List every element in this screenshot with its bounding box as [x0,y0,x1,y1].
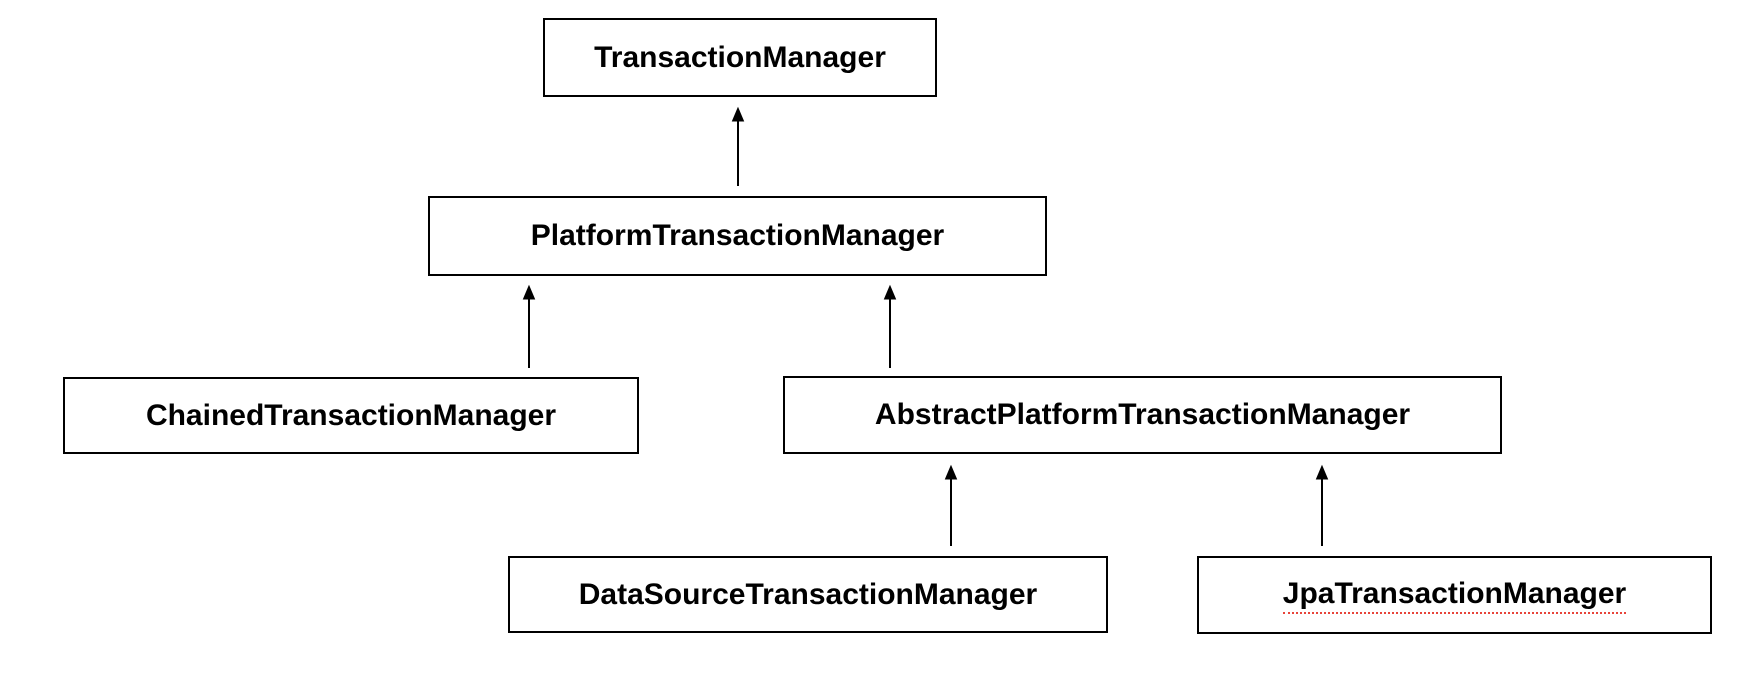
node-abstract-platform-transaction-manager: AbstractPlatformTransactionManager [783,376,1502,454]
edge-datasource-to-abstract-arrow [944,464,958,546]
node-label-abstract-platform-transaction-manager: AbstractPlatformTransactionManager [874,398,1411,431]
edge-chained-to-platform-arrow [522,284,536,368]
edge-abstract-to-platform-arrow [883,284,897,368]
node-label-platform-transaction-manager: PlatformTransactionManager [530,219,945,252]
node-chained-transaction-manager: ChainedTransactionManager [63,377,639,454]
node-label-chained-transaction-manager: ChainedTransactionManager [145,398,557,432]
node-label-datasource-transaction-manager: DataSourceTransactionManager [578,577,1038,611]
node-label-jpa-transaction-manager: JpaTransactionManager [1282,577,1627,614]
node-datasource-transaction-manager: DataSourceTransactionManager [508,556,1108,633]
edge-platform-to-transaction-arrow [731,106,745,186]
edge-jpa-to-abstract-arrow [1315,464,1329,546]
node-platform-transaction-manager: PlatformTransactionManager [428,196,1047,276]
node-transaction-manager: TransactionManager [543,18,937,97]
node-jpa-transaction-manager: JpaTransactionManager [1197,556,1712,634]
node-label-transaction-manager: TransactionManager [594,40,886,74]
